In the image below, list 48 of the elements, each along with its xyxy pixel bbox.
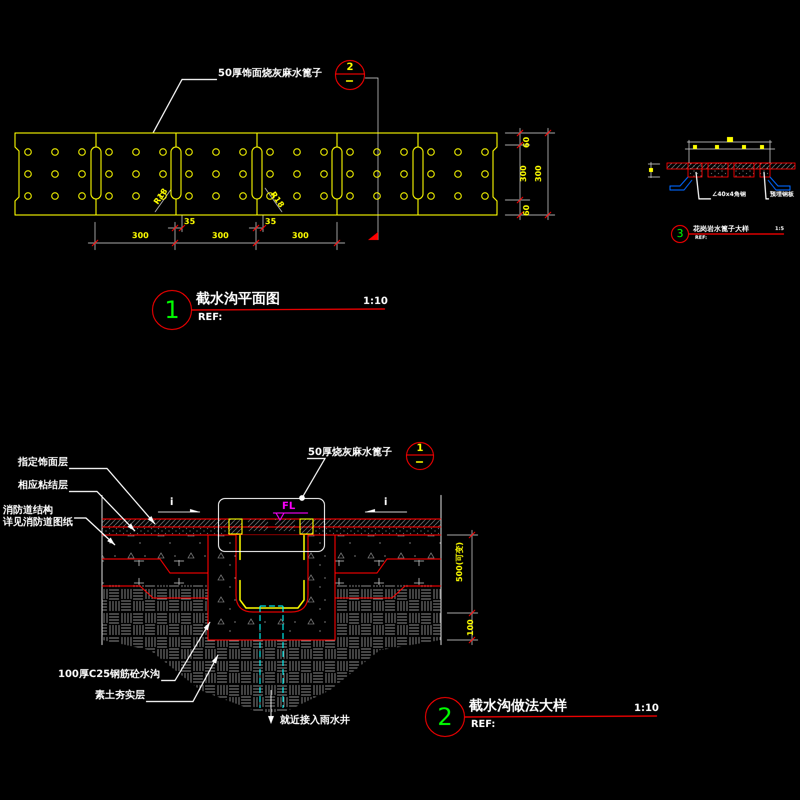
leader-line: [152, 78, 217, 134]
scale-text: 1:10: [634, 703, 659, 714]
dimension-text: 300: [534, 165, 544, 182]
leader-line: [465, 715, 657, 718]
drawing-title: 截水沟做法大样: [469, 698, 567, 714]
slope-text: i: [170, 497, 174, 508]
dimension-text: 300: [519, 165, 528, 182]
leader-line: [299, 458, 326, 501]
leader-text: 消防道结构: [3, 505, 54, 516]
leader-text: 相应粘结层: [18, 480, 68, 492]
dimension-text: 500(可变): [455, 542, 464, 582]
dimension-text: 60: [522, 136, 532, 148]
leader-text: 50厚饰面烧灰麻水篦子: [218, 68, 322, 80]
ref-text: REF:: [198, 312, 222, 324]
detail-circle: 3: [671, 225, 689, 243]
note-text: 就近接入雨水井: [280, 715, 350, 726]
leader-text: 详见消防道图纸: [3, 516, 73, 528]
leader-text: 50厚烧灰麻水篦子: [308, 447, 392, 458]
scale-text: 1:10: [363, 296, 388, 308]
leader-text: 100厚C25钢筋砼水沟: [58, 669, 160, 680]
leader-line: [763, 172, 769, 200]
slope-text: i: [384, 497, 388, 508]
grate-drawing: [15, 133, 497, 215]
detail-circle: 1: [152, 290, 192, 330]
leader-line: [69, 490, 136, 532]
level-text: FL: [282, 501, 296, 512]
leader-text: 素土夯实层: [95, 690, 145, 702]
dimension-text: 300: [292, 231, 309, 240]
dimension-text: 60: [522, 204, 532, 216]
section-marker: 1: [406, 442, 434, 470]
detail-circle: 2: [425, 697, 465, 737]
dimension-text: 35: [265, 217, 276, 226]
leader-line: [689, 233, 784, 235]
section-marker: 2: [335, 60, 365, 90]
dimension-text: 300: [132, 231, 149, 240]
leader-line: [69, 468, 156, 524]
dimension-text: 300: [212, 231, 229, 240]
drawing-title: 截水沟平面图: [196, 291, 280, 308]
dimension-text: 100: [466, 619, 476, 636]
leader-line: [74, 517, 116, 546]
leader-line: [192, 308, 385, 311]
leader-line: [146, 654, 219, 702]
dimension-text: 35: [184, 217, 196, 226]
leader-line: [161, 622, 211, 682]
ref-text: REF:: [471, 719, 496, 730]
leader-text: 指定饰面层: [18, 457, 68, 468]
leader-line: [695, 172, 711, 200]
detail-frame: [218, 498, 325, 552]
